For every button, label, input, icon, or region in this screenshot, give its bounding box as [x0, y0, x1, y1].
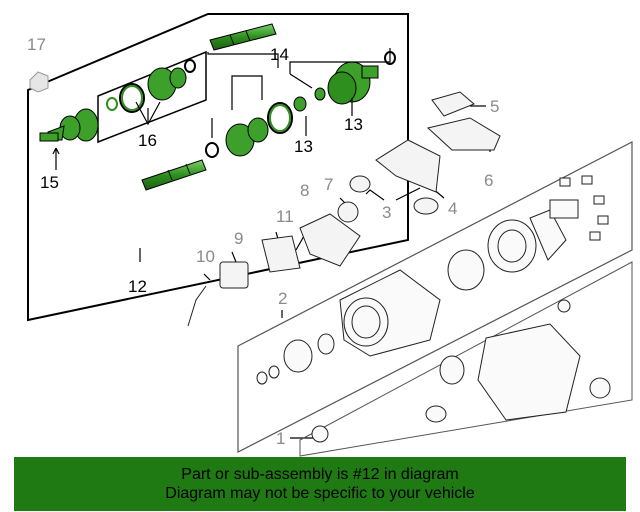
banner-line-1: Part or sub-assembly is #12 in diagram	[181, 466, 459, 483]
callout-1: 1	[276, 429, 285, 448]
callout-13-second: 13	[294, 137, 313, 156]
callout-5: 5	[490, 97, 499, 116]
boot-kit-frame	[97, 50, 207, 144]
case-frame	[299, 261, 633, 457]
boot-kit[interactable]	[106, 59, 196, 113]
differential-housing[interactable]	[256, 175, 611, 443]
inner-boot-kit[interactable]	[205, 102, 293, 158]
banner-line-2: Diagram may not be specific to your vehi…	[165, 485, 475, 502]
info-banner: Part or sub-assembly is #12 in diagram D…	[14, 457, 626, 511]
callout-15: 15	[40, 173, 59, 192]
callout-2: 2	[278, 289, 287, 308]
mount-parts[interactable]	[187, 139, 441, 327]
callout-17: 17	[27, 35, 46, 54]
parts-diagram: 17 14 15 16 13 13 12 5 6 7 8 3 4 11 9 10…	[27, 13, 633, 457]
callout-10: 10	[196, 247, 215, 266]
axle-shaft-upper[interactable]	[209, 23, 277, 51]
inner-cv-joint[interactable]	[293, 51, 396, 112]
callout-14: 14	[270, 45, 289, 64]
outer-cv-joint[interactable]	[39, 108, 99, 142]
callout-9: 9	[234, 229, 243, 248]
callout-6: 6	[484, 171, 493, 190]
callout-4: 4	[448, 199, 457, 218]
callout-7: 7	[324, 175, 333, 194]
callout-3: 3	[382, 203, 391, 222]
callout-13: 13	[344, 115, 363, 134]
callout-16: 16	[138, 131, 157, 150]
callout-8: 8	[300, 181, 309, 200]
axle-assembly-frame	[27, 13, 409, 322]
differential-mount-bracket[interactable]	[426, 91, 501, 151]
nut-17[interactable]	[29, 71, 49, 93]
differential-frame	[237, 141, 633, 453]
callout-12: 12	[128, 277, 147, 296]
axle-shaft-lower[interactable]	[141, 159, 207, 191]
callout-11: 11	[276, 207, 294, 226]
